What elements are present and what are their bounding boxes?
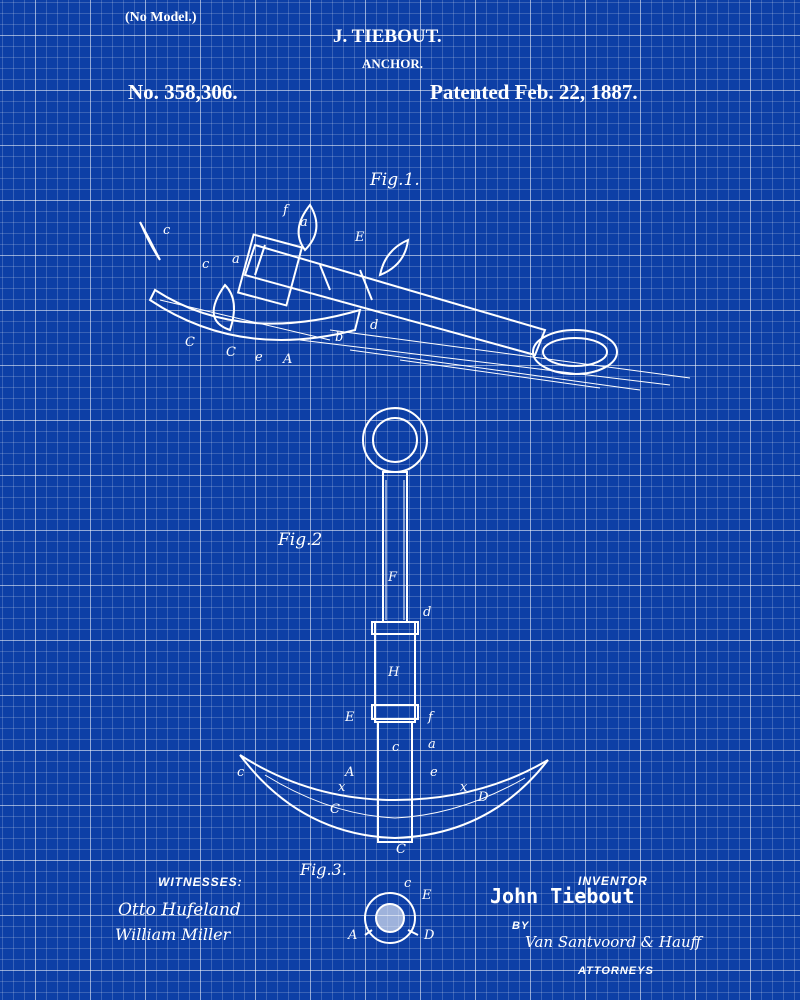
fig1-letter: A — [283, 352, 293, 367]
fig2-letter: F — [388, 570, 398, 585]
fig2-letter: a — [428, 737, 436, 752]
fig1-letter: d — [370, 318, 379, 333]
fig3-letter: c — [404, 876, 412, 891]
fig2-letter: C — [330, 802, 340, 817]
fig2-letter: H — [388, 665, 400, 680]
fig1-letter: c — [163, 223, 171, 238]
inventor-name-heading: J. TIEBOUT. — [333, 26, 442, 47]
fig2-letter: e — [430, 765, 438, 780]
fig2-letter: A — [345, 765, 355, 780]
fig1-letter: E — [355, 230, 365, 245]
fig1-label: Fig.1. — [370, 170, 420, 190]
patent-number: No. 358,306. — [128, 80, 238, 104]
attorneys-label: ATTORNEYS — [578, 965, 654, 977]
fig3-letter: D — [424, 928, 435, 943]
inventor-label: INVENTOR — [578, 874, 648, 888]
fig2-letter: c — [392, 740, 400, 755]
fig2-letter: x — [338, 780, 346, 795]
fig3-letter: E — [422, 888, 432, 903]
fig1-letter: f — [283, 203, 288, 218]
fig3-letter: A — [348, 928, 358, 943]
patent-date: Patented Feb. 22, 1887. — [430, 80, 638, 104]
fig1-letter: e — [255, 350, 263, 365]
inventor-signature: John Tiebout — [490, 884, 635, 908]
patent-title: ANCHOR. — [362, 56, 424, 71]
fig2-letter: x — [460, 780, 468, 795]
by-label: BY — [512, 920, 530, 932]
fig1-letter: C — [185, 335, 195, 350]
fig1-letter: a — [300, 215, 308, 230]
fig2-letter: d — [423, 605, 432, 620]
fig2-label: Fig.2 — [278, 530, 323, 550]
fig3-drawing — [364, 892, 419, 944]
witness-signature-2: William Miller — [115, 925, 231, 944]
model-note: (No Model.) — [125, 10, 197, 25]
fig1-letter: C — [226, 345, 236, 360]
fig3-label: Fig.3. — [300, 860, 347, 879]
fig1-letter: a — [232, 252, 240, 267]
fig2-letter: D — [478, 790, 489, 805]
fig2-letter: C — [396, 842, 406, 857]
fig1-letter: b — [335, 330, 344, 345]
fig2-drawing — [239, 407, 549, 843]
witness-signature-1: Otto Hufeland — [118, 900, 241, 920]
fig1-drawing — [139, 203, 691, 391]
attorneys-signature: Van Santvoord & Hauff — [525, 933, 702, 951]
fig2-letter: E — [345, 710, 355, 725]
witnesses-label: WITNESSES: — [158, 875, 243, 889]
fig2-letter: f — [428, 710, 433, 725]
fig1-letter: c — [202, 257, 210, 272]
fig2-letter: c — [237, 765, 245, 780]
